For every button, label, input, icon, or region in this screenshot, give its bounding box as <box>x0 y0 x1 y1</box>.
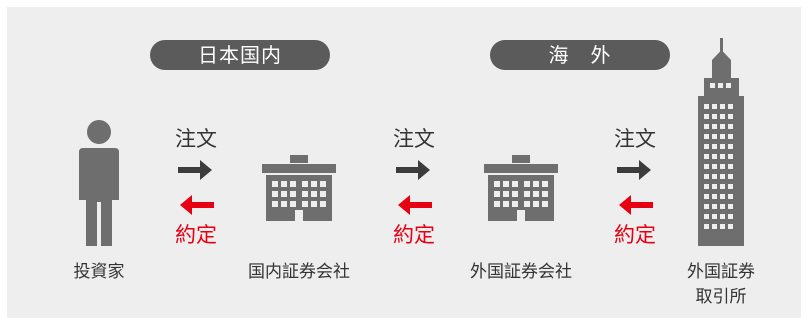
foreign-exchange-label-line2: 取引所 <box>695 287 747 307</box>
region-domestic-pill: 日本国内 <box>150 40 330 70</box>
order-label-3: 注文 <box>614 127 656 151</box>
fill-label-3: 約定 <box>614 223 656 247</box>
investor-icon <box>79 120 119 246</box>
order-label-2: 注文 <box>393 127 435 151</box>
region-overseas-pill: 海 外 <box>490 40 670 70</box>
foreign-exchange-tower-icon <box>698 38 744 246</box>
fill-arrow-icon-1 <box>180 195 214 215</box>
order-label-1: 注文 <box>175 127 217 151</box>
order-arrow-icon-2 <box>396 160 430 180</box>
fill-label-2: 約定 <box>393 223 435 247</box>
order-arrow-icon-3 <box>617 160 651 180</box>
fill-label-1: 約定 <box>175 223 217 247</box>
domestic-broker-building-icon <box>262 155 336 221</box>
fill-arrow-icon-2 <box>398 195 432 215</box>
domestic-broker-label: 国内証券会社 <box>248 262 350 282</box>
foreign-exchange-label-line1: 外国証券 <box>687 262 755 282</box>
fill-arrow-icon-3 <box>619 195 653 215</box>
foreign-broker-label: 外国証券会社 <box>470 262 572 282</box>
order-arrow-icon-1 <box>178 160 212 180</box>
investor-label: 投資家 <box>73 262 125 282</box>
foreign-broker-building-icon <box>484 155 558 221</box>
